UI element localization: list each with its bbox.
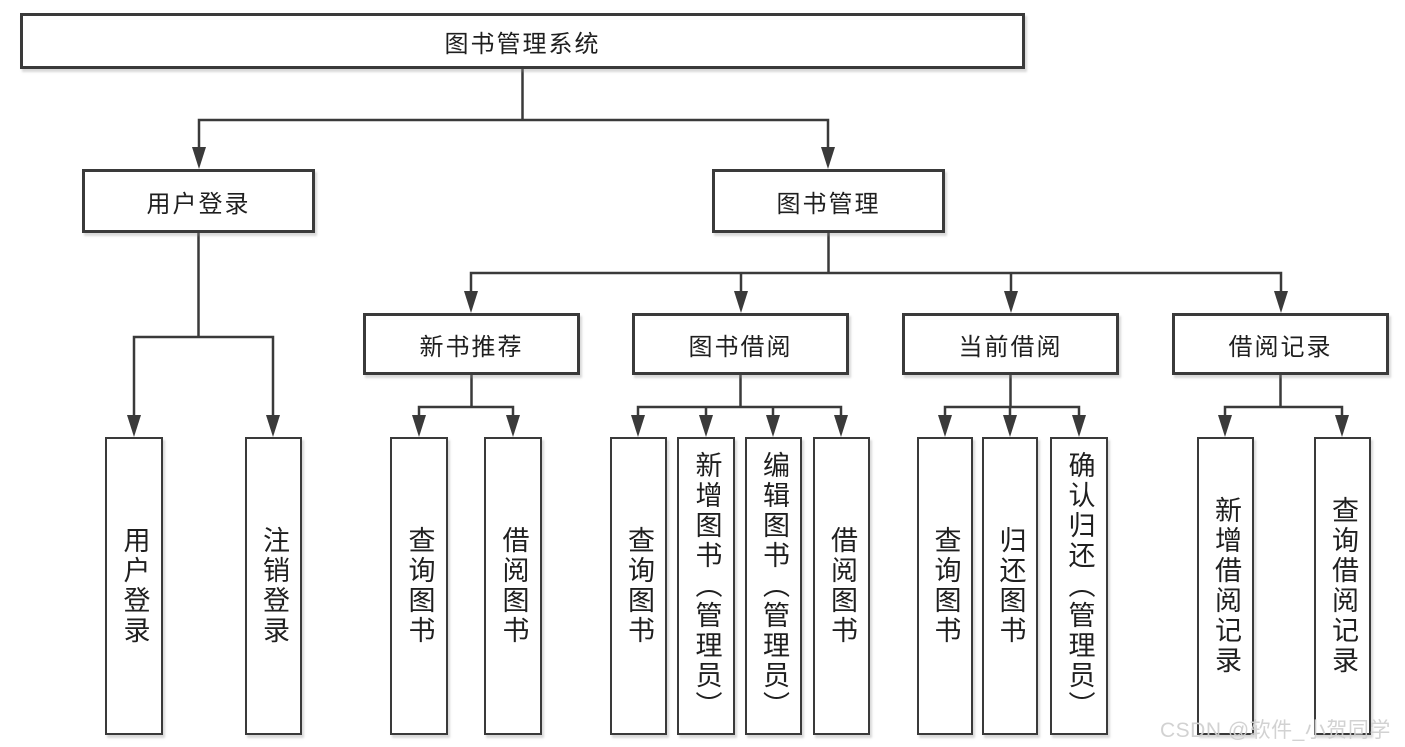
leaf-current-query-books: 查询图书 — [917, 437, 973, 735]
arrow-down-icon — [1072, 415, 1086, 437]
leaf-borrow-query-books: 查询图书 — [610, 437, 667, 735]
arrow-down-icon — [1218, 415, 1232, 437]
arrow-down-icon — [938, 415, 952, 437]
leaf-borrow-edit-books-admin: 编辑图书（管理员） — [745, 437, 802, 735]
node-root-library-system: 图书管理系统 — [20, 13, 1025, 69]
node-user-login: 用户登录 — [82, 169, 315, 233]
leaf-current-return-books: 归还图书 — [982, 437, 1038, 735]
arrow-down-icon — [506, 415, 520, 437]
leaf-records-add-record: 新增借阅记录 — [1197, 437, 1254, 735]
arrow-down-icon — [464, 291, 478, 313]
arrow-down-icon — [127, 415, 141, 437]
leaf-current-confirm-return-admin: 确认归还（管理员） — [1050, 437, 1108, 735]
arrow-down-icon — [1003, 415, 1017, 437]
node-new-book-recommend: 新书推荐 — [363, 313, 580, 375]
arrowheads — [127, 147, 1349, 437]
connector-current-borrow — [943, 373, 1081, 421]
arrow-down-icon — [766, 415, 780, 437]
csdn-watermark: CSDN @软件_小贺同学 — [1160, 719, 1391, 742]
arrow-down-icon — [699, 415, 713, 437]
connector-book-borrow — [636, 373, 843, 421]
leaf-recommend-query-books: 查询图书 — [390, 437, 448, 735]
leaf-borrow-add-books-admin: 新增图书（管理员） — [677, 437, 735, 735]
arrow-down-icon — [734, 291, 748, 313]
node-current-borrow: 当前借阅 — [902, 313, 1119, 375]
leaf-user-login: 用户登录 — [105, 437, 163, 735]
connector-root — [197, 67, 830, 154]
leaf-records-query-record: 查询借阅记录 — [1314, 437, 1371, 735]
arrow-down-icon — [834, 415, 848, 437]
connector-book-management — [469, 231, 1283, 297]
arrow-down-icon — [631, 415, 645, 437]
connector-borrow-records — [1223, 373, 1344, 421]
arrow-down-icon — [192, 147, 206, 169]
node-book-borrow: 图书借阅 — [632, 313, 849, 375]
leaf-borrow-borrow-books: 借阅图书 — [813, 437, 870, 735]
arrow-down-icon — [1004, 291, 1018, 313]
leaf-logout: 注销登录 — [245, 437, 302, 735]
arrow-down-icon — [266, 415, 280, 437]
arrow-down-icon — [1274, 291, 1288, 313]
node-borrow-records: 借阅记录 — [1172, 313, 1389, 375]
connector-new-book-recommend — [417, 373, 515, 421]
arrow-down-icon — [821, 147, 835, 169]
arrow-down-icon — [1335, 415, 1349, 437]
arrow-down-icon — [412, 415, 426, 437]
leaf-recommend-borrow-books: 借阅图书 — [484, 437, 542, 735]
connector-user-login — [132, 231, 275, 421]
node-book-management: 图书管理 — [712, 169, 945, 233]
